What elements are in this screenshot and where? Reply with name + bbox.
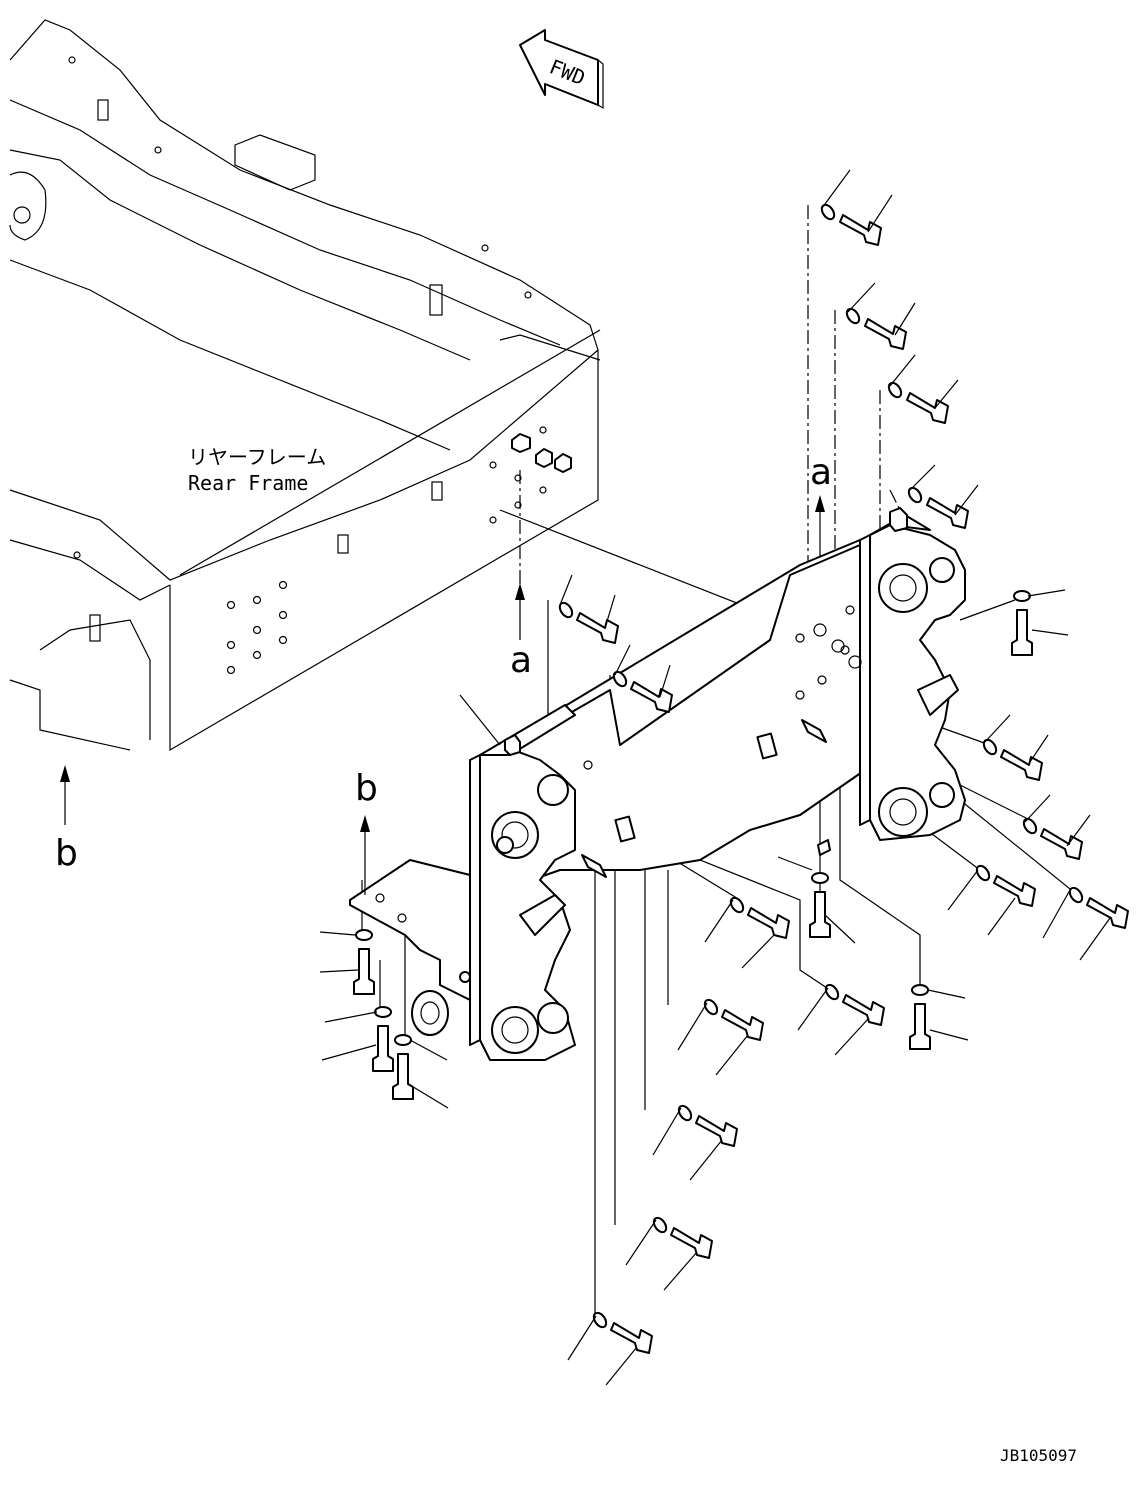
view-arrow-b-top: b (355, 768, 378, 895)
frame-label-jp: リヤーフレーム (188, 445, 326, 469)
view-a-label-right: a (810, 452, 832, 493)
bracket-assembly (349, 507, 966, 1061)
rear-frame (9, 19, 601, 752)
drawing-number: JB105097 (1000, 1446, 1077, 1465)
view-arrow-a-right: a (810, 452, 832, 556)
fwd-arrow-icon: FWD (519, 29, 604, 110)
view-b-label-left: b (55, 833, 78, 874)
bolt-hardware (319, 169, 1129, 1386)
view-a-label-left: a (510, 640, 532, 681)
view-arrow-a-left: a (510, 583, 532, 681)
view-arrow-b-left: b (55, 765, 78, 874)
frame-label-en: Rear Frame (188, 471, 308, 495)
view-b-label-top: b (355, 768, 378, 809)
